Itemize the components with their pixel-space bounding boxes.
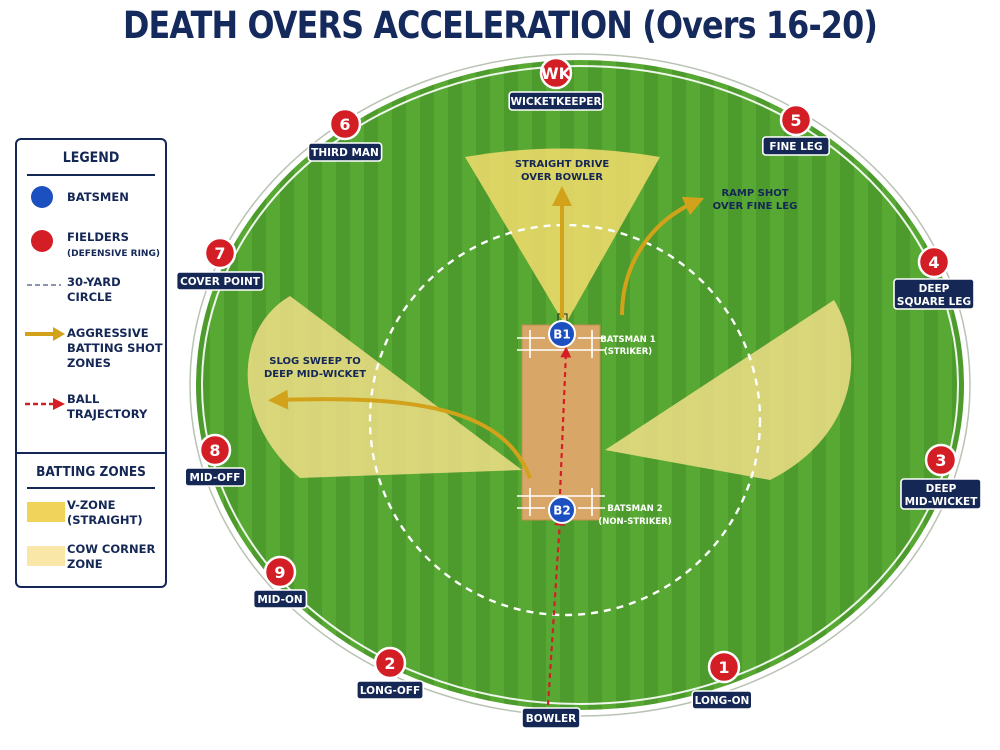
fielder-tag-long-off: LONG-OFF [355, 680, 424, 700]
fielder-tag-long-on: LONG-ON [691, 690, 753, 710]
ball-trajectory [546, 514, 566, 706]
svg-text:DEEP: DEEP [926, 483, 957, 495]
svg-text:DEEP: DEEP [919, 283, 950, 295]
svg-text:6: 6 [339, 115, 350, 134]
cow-corner-zone-right [605, 300, 852, 480]
svg-text:MID-OFF: MID-OFF [190, 472, 241, 484]
page-title: DEATH OVERS ACCELERATION (Overs 16-20) [122, 4, 878, 47]
batsman-2-label: BATSMAN 2 [607, 504, 662, 514]
cow-corner-zone-left [247, 296, 522, 478]
svg-text:SQUARE LEG: SQUARE LEG [897, 296, 971, 308]
fielder-wicketkeeper[interactable]: WK WICKETKEEPER [508, 56, 604, 111]
svg-text:WK: WK [541, 64, 572, 83]
fielder-tag-fine-leg: FINE LEG [761, 136, 830, 156]
svg-text:B1: B1 [553, 328, 571, 342]
v-zone-swatch [27, 502, 65, 522]
svg-text:2: 2 [384, 654, 395, 673]
batsman-2-role: (NON-STRIKER) [598, 517, 671, 527]
svg-text:7: 7 [214, 244, 225, 263]
ramp-shot-arrow [620, 196, 705, 316]
fielder-tag-mid-on: MID-ON [252, 589, 308, 609]
svg-text:BOWLER: BOWLER [526, 713, 576, 725]
legend-item-batsmen: BATSMEN [67, 190, 129, 204]
svg-text:9: 9 [274, 563, 285, 582]
thirty-yard-circle [368, 223, 762, 617]
legend-item-thirty-yard: 30-YARD CIRCLE [67, 275, 121, 304]
ball-trajectory-pitch [558, 346, 572, 495]
legend-zone-cow: COW CORNER ZONE [67, 542, 156, 571]
dashed-line-icon [27, 284, 61, 286]
cow-corner-swatch [27, 546, 65, 566]
legend-item-shot-zones: AGGRESSIVE BATTING SHOT ZONES [67, 326, 163, 370]
svg-text:1: 1 [718, 658, 729, 677]
legend-heading: LEGEND [62, 150, 120, 166]
svg-text:3: 3 [935, 451, 946, 470]
svg-text:MID-ON: MID-ON [257, 594, 302, 606]
svg-text:B2: B2 [553, 504, 571, 518]
legend-zone-v: V-ZONE (STRAIGHT) [67, 498, 143, 527]
batsman-1-label: BATSMAN 1 [600, 335, 655, 345]
red-dot-icon [31, 230, 53, 252]
blue-dot-icon [31, 186, 53, 208]
red-dashed-arrow-icon [25, 398, 65, 410]
slog-sweep-arrow [268, 389, 532, 479]
fielder-tag-cover-point: COVER POINT [175, 271, 265, 291]
batsman-1-role: (STRIKER) [604, 347, 652, 357]
svg-text:MID-WICKET: MID-WICKET [905, 496, 979, 508]
svg-text:LONG-OFF: LONG-OFF [360, 685, 420, 697]
svg-text:8: 8 [209, 441, 220, 460]
svg-text:LONG-ON: LONG-ON [695, 695, 750, 707]
svg-text:THIRD MAN: THIRD MAN [311, 147, 379, 159]
legend-item-fielders: FIELDERS(DEFENSIVE RING) [67, 230, 160, 259]
batsman-b2[interactable]: B2 [548, 496, 576, 524]
fielder-tag-third-man: THIRD MAN [307, 142, 383, 162]
fielder-tag-wicketkeeper: WICKETKEEPER [508, 91, 604, 111]
svg-text:5: 5 [790, 111, 801, 130]
gold-arrow-icon [25, 327, 65, 341]
svg-text:FINE LEG: FINE LEG [769, 141, 822, 153]
svg-text:4: 4 [928, 253, 939, 272]
fielder-tag-mid-off: MID-OFF [184, 467, 246, 487]
batting-zones-heading: BATTING ZONES [36, 464, 146, 480]
svg-text:COVER POINT: COVER POINT [180, 276, 261, 288]
batsman-b1[interactable]: B1 [548, 320, 576, 348]
bowler-tag: BOWLER [521, 707, 581, 729]
legend-panel: LEGEND BATSMEN FIELDERS(DEFENSIVE RING) … [15, 138, 167, 588]
legend-item-ball-trajectory: BALL TRAJECTORY [67, 392, 148, 421]
svg-text:WICKETKEEPER: WICKETKEEPER [510, 96, 601, 108]
